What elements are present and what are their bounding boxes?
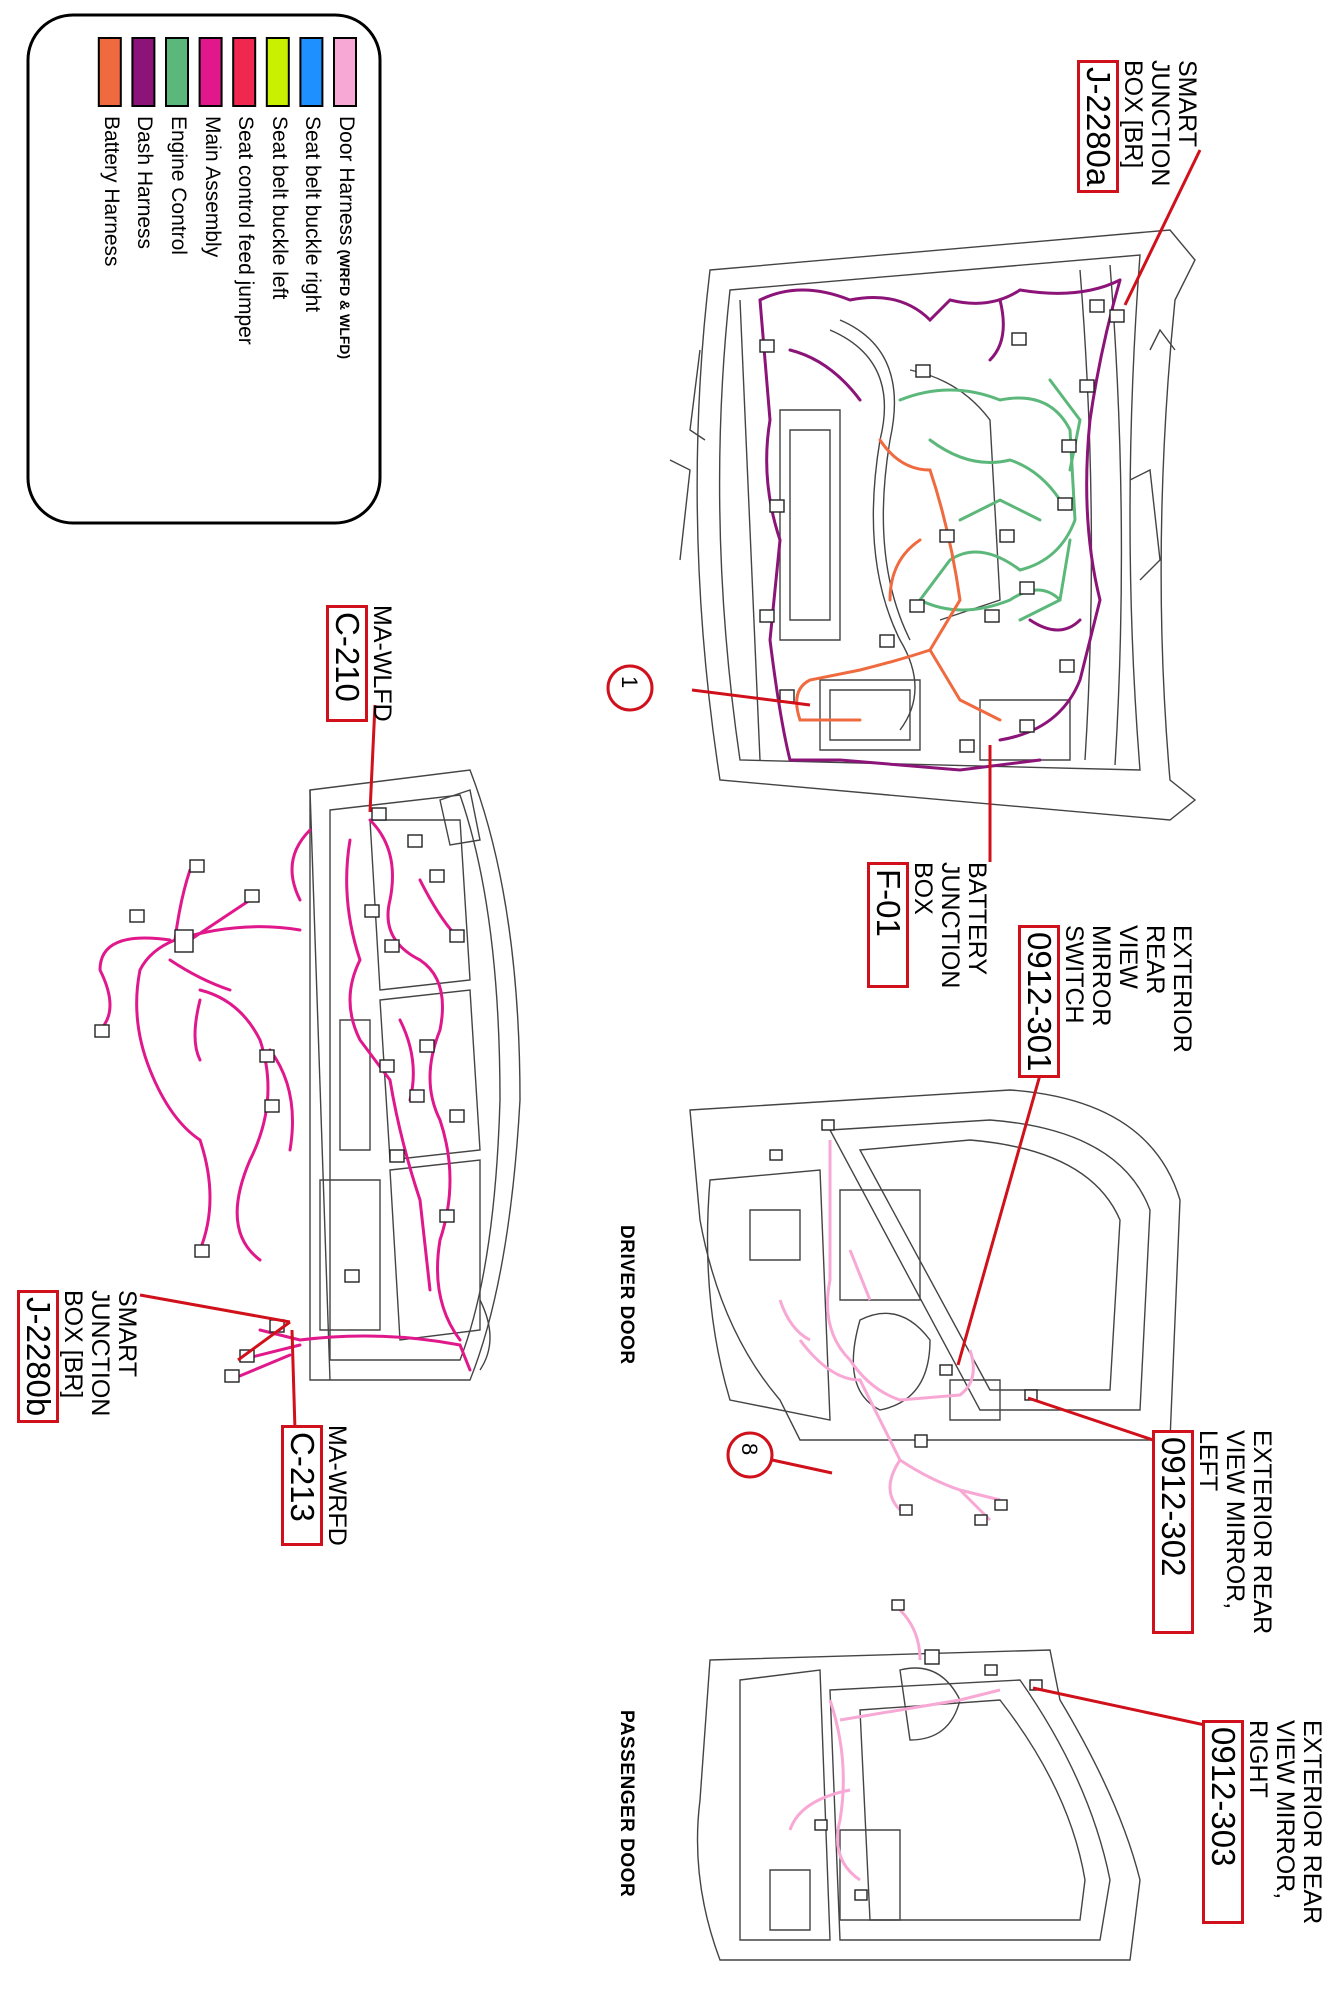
passenger-door-harness [788, 1608, 1001, 1882]
legend-swatch-4 [198, 37, 223, 107]
callout-j2280a-desc: SMART JUNCTION BOX [BR] [1119, 60, 1201, 187]
callout-j2280a: J-2280a SMART JUNCTION BOX [BR] [1077, 60, 1201, 194]
legend-label-text: Seat belt buckle left [267, 116, 291, 300]
callout-0912-302-code[interactable]: 0912-302 [1152, 1430, 1194, 1635]
callout-f01-desc: BATTERY JUNCTION BOX [909, 862, 991, 989]
legend-label-text: Battery Harness [99, 116, 123, 267]
callout-0912-301: 0912-301 EXTERIOR REAR VIEW MIRROR SWITC… [1018, 925, 1196, 1079]
legend-swatch-5 [165, 37, 189, 107]
dash-panel-view [309, 769, 521, 1381]
callout-0912-303-desc: EXTERIOR REAR VIEW MIRROR, RIGHT [1244, 1720, 1326, 1925]
callout-0912-302: 0912-302 EXTERIOR REAR VIEW MIRROR, LEFT [1152, 1430, 1276, 1635]
driver-door-view [689, 1089, 1181, 1441]
legend-swatch-6 [131, 37, 156, 107]
legend-label-1: Seat belt buckle right [300, 116, 324, 312]
numbered-markers [606, 664, 774, 1479]
legend-label-4: Main Assembly [200, 116, 224, 257]
callout-0912-302-desc: EXTERIOR REAR VIEW MIRROR, LEFT [1194, 1430, 1276, 1635]
callout-f01-code[interactable]: F-01 [867, 862, 909, 989]
legend-swatch-1 [299, 37, 324, 107]
driver-door-label: DRIVER DOOR [616, 1225, 637, 1365]
passenger-door-label: PASSENGER DOOR [616, 1710, 637, 1898]
passenger-door-connectors [814, 1599, 1043, 1901]
legend-swatch-3 [232, 37, 257, 107]
driver-door-connectors [769, 1119, 1038, 1526]
legend-label-text: Main Assembly [200, 116, 224, 258]
marker-1-label: 1 [617, 676, 642, 689]
legend-label-text: Dash Harness [133, 116, 157, 250]
driver-door-harness [778, 1140, 1001, 1522]
legend-label-text: Door Harness [335, 116, 358, 246]
callout-c210-desc: MA-WLFD [368, 605, 396, 722]
legend-swatch-7 [97, 37, 122, 107]
legend-label-5: Engine Control [166, 116, 190, 255]
engine-connectors [759, 299, 1125, 753]
legend-label-text: Engine Control [167, 116, 190, 255]
legend-label-text: Seat control feed jumper [234, 116, 258, 345]
legend-label-0: Door Harness (WRFD & WLFD) [334, 116, 358, 359]
legend-label-6: Dash Harness [132, 116, 156, 249]
legend [26, 13, 382, 525]
callout-c213: C-213 MA-WRFD [281, 1425, 351, 1546]
legend-label-2: Seat belt buckle left [267, 116, 291, 299]
marker-8-label: 8 [737, 1443, 762, 1456]
callout-c213-code[interactable]: C-213 [281, 1425, 323, 1546]
callout-0912-303-code[interactable]: 0912-303 [1202, 1720, 1244, 1925]
callout-leaders [139, 149, 1206, 1727]
legend-swatch-0 [333, 37, 357, 107]
callout-0912-301-code[interactable]: 0912-301 [1018, 925, 1060, 1079]
legend-label-3: Seat control feed jumper [233, 116, 257, 345]
callout-0912-303: 0912-303 EXTERIOR REAR VIEW MIRROR, RIGH… [1202, 1720, 1326, 1925]
engine-compartment-view [669, 229, 1197, 821]
engine-harness-wires [758, 278, 1122, 772]
callout-c210-code[interactable]: C-210 [326, 605, 368, 722]
callout-j2280b-desc: SMART JUNCTION BOX [BR] [59, 1290, 141, 1417]
callout-c213-desc: MA-WRFD [323, 1425, 351, 1546]
callout-j2280a-code[interactable]: J-2280a [1077, 60, 1119, 194]
callout-f01: F-01 BATTERY JUNCTION BOX [867, 862, 991, 989]
main-assembly-wires [98, 818, 472, 1382]
dash-connectors [94, 807, 465, 1383]
legend-label-7: Battery Harness [99, 116, 123, 267]
callout-c210: C-210 MA-WLFD [326, 605, 396, 722]
legend-label-suffix: (WRFD & WLFD) [337, 245, 353, 360]
callout-j2280b-code[interactable]: J-2280b [17, 1290, 59, 1424]
legend-label-text: Seat belt buckle right [301, 116, 325, 313]
callout-j2280b: J-2280b SMART JUNCTION BOX [BR] [17, 1290, 141, 1424]
callout-0912-301-desc: EXTERIOR REAR VIEW MIRROR SWITCH [1060, 925, 1196, 1053]
legend-swatch-2 [265, 37, 290, 107]
